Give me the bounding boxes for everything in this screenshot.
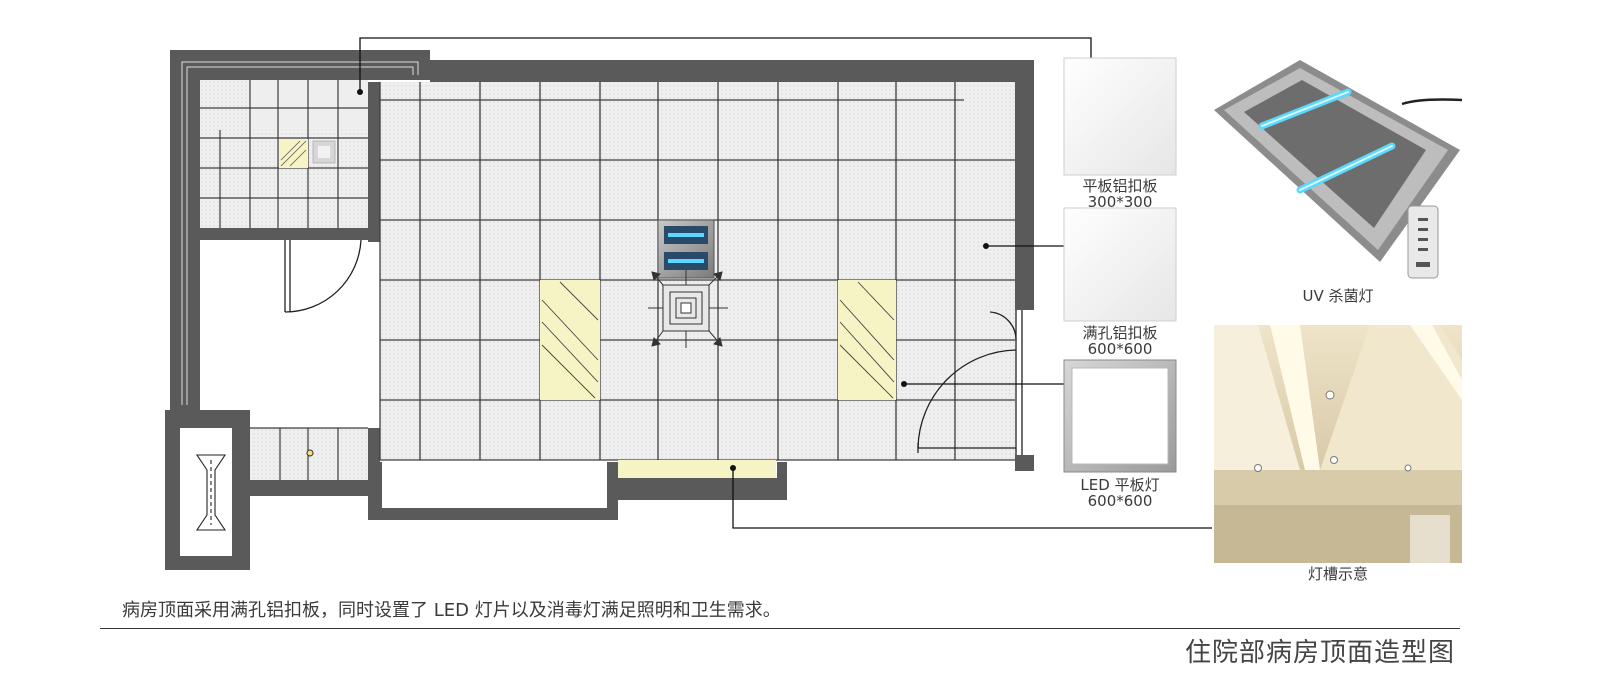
bathroom-ceiling: [200, 80, 368, 228]
cove-light-caption: 灯槽示意: [1307, 565, 1368, 583]
material-name: LED 平板灯: [1080, 476, 1160, 494]
uv-lamp-plan-icon: [657, 219, 715, 279]
material-size: 600*600: [1087, 492, 1153, 510]
cove-light-photo: [1214, 325, 1462, 563]
entry-ceiling-strip: [250, 427, 368, 480]
page-title: 住院部病房顶面造型图: [1184, 638, 1455, 668]
led-panel-right: [838, 280, 896, 400]
ward-door: [917, 310, 1034, 455]
cove-light-strip: [618, 460, 776, 478]
material-size: 300*300: [1087, 193, 1153, 211]
material-size: 600*600: [1087, 340, 1153, 358]
material-name: 平板铝扣板: [1082, 177, 1158, 195]
led-panel-left: [540, 280, 600, 400]
bathroom-door: [284, 239, 362, 313]
material-caption-2: 满孔铝扣板 600*600: [1064, 325, 1176, 357]
material-caption-1: 平板铝扣板 300*300: [1064, 178, 1176, 210]
uv-lamp-photo: [1214, 60, 1463, 279]
title-divider: [100, 628, 1460, 629]
uv-lamp-caption: UV 杀菌灯: [1302, 287, 1374, 305]
description-text: 病房顶面采用满孔铝扣板，同时设置了 LED 灯片以及消毒灯满足照明和卫生需求。: [122, 600, 781, 621]
swatch-flat-aluminum-panel: [1063, 57, 1177, 176]
material-caption-3: LED 平板灯 600*600: [1064, 477, 1176, 509]
wall-inner-lines: [181, 61, 419, 405]
leader-lines: [359, 37, 1212, 529]
leader-dots: [357, 89, 989, 471]
swatch-perforated-aluminum-panel: [1063, 207, 1177, 322]
wardrobe: [180, 428, 232, 556]
material-name: 满孔铝扣板: [1082, 324, 1158, 342]
air-diffuser-icon: [648, 270, 728, 348]
swatch-led-panel-light: [1063, 359, 1177, 473]
